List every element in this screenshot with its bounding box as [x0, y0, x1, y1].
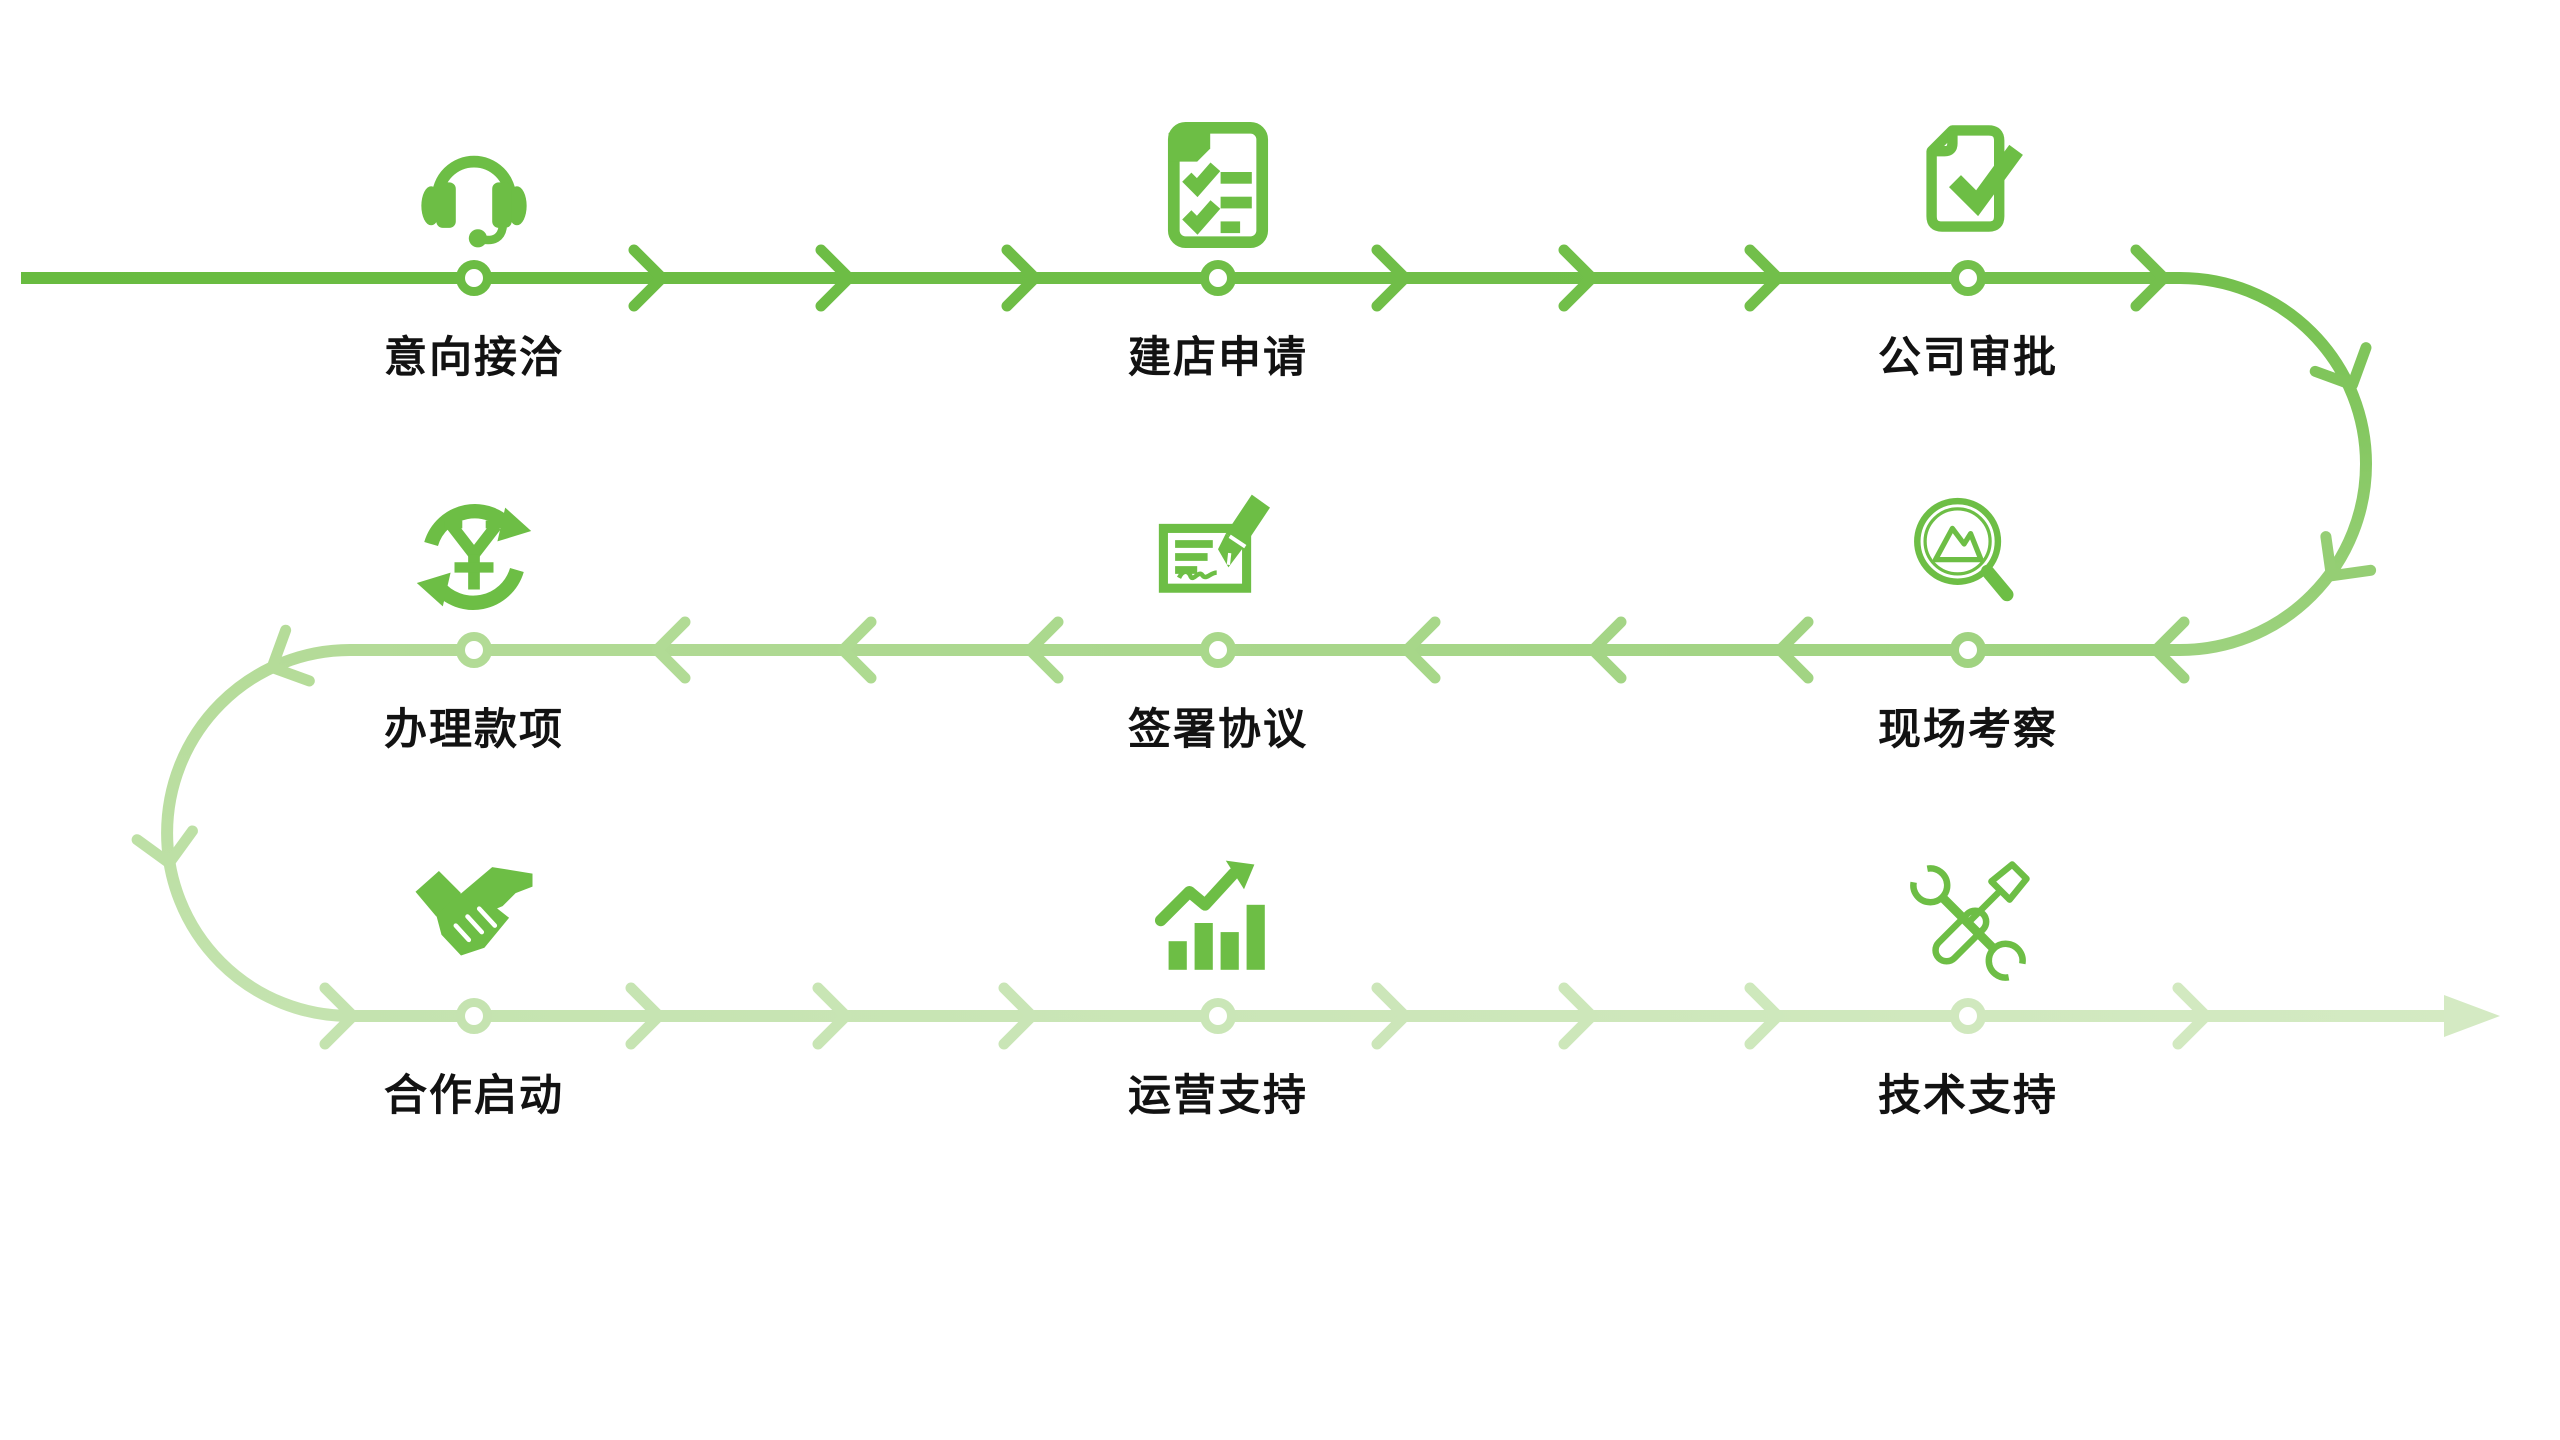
step-label: 公司审批	[1878, 333, 2058, 383]
flow-step-7: 合作启动	[294, 858, 654, 1121]
handshake-icon	[409, 858, 539, 988]
flow-step-5: 签署协议	[1038, 492, 1398, 755]
step-label: 签署协议	[1128, 705, 1308, 755]
step-label: 意向接洽	[384, 333, 564, 383]
headset-icon	[409, 120, 539, 250]
magnifier-photo-icon	[1903, 492, 2033, 622]
flow-step-9: 技术支持	[1788, 858, 2148, 1121]
flow-step-8: 运营支持	[1038, 858, 1398, 1121]
flow-step-6: 办理款项	[294, 492, 654, 755]
sign-pen-icon	[1153, 492, 1283, 622]
growth-chart-icon	[1153, 858, 1283, 988]
approved-document-icon	[1903, 120, 2033, 250]
step-label: 技术支持	[1878, 1071, 2058, 1121]
step-label: 现场考察	[1878, 705, 2058, 755]
wrench-screwdriver-icon	[1903, 858, 2033, 988]
flow-step-3: 公司审批	[1788, 120, 2148, 383]
step-label: 运营支持	[1128, 1071, 1308, 1121]
step-nodes	[456, 260, 1986, 1034]
flow-step-2: 建店申请	[1038, 120, 1398, 383]
step-label: 建店申请	[1128, 333, 1308, 383]
flow-step-1: 意向接洽	[294, 120, 654, 383]
yuan-cycle-icon	[409, 492, 539, 622]
flow-step-4: 现场考察	[1788, 492, 2148, 755]
step-label: 办理款项	[384, 705, 564, 755]
checklist-document-icon	[1153, 120, 1283, 250]
flow-end-arrow-icon	[2444, 995, 2500, 1037]
step-label: 合作启动	[384, 1071, 564, 1121]
